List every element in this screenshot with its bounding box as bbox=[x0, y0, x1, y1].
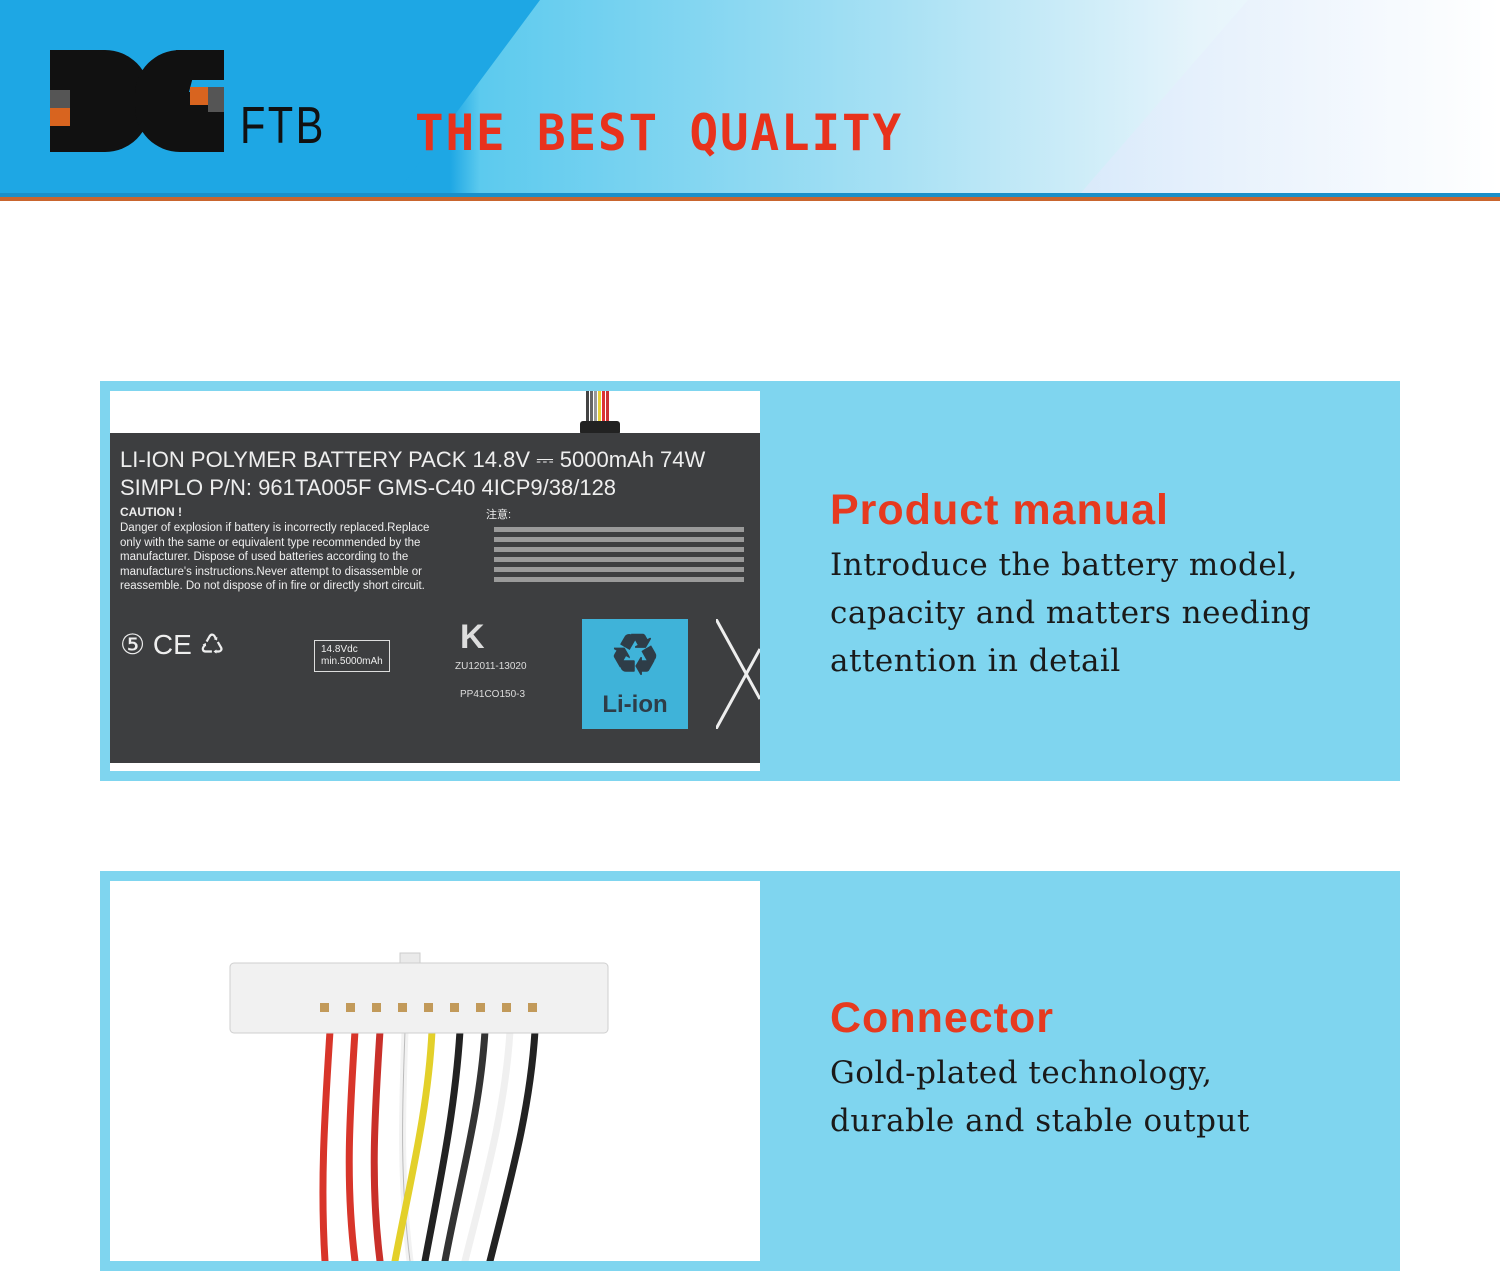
desc-line: capacity and matters needing bbox=[830, 595, 1312, 631]
li-ion-recycle-badge: ♻ Li-ion bbox=[582, 619, 688, 729]
crossed-bin-icon bbox=[716, 619, 760, 729]
divider-blue bbox=[0, 193, 1500, 197]
notice-title: 注意: bbox=[486, 509, 512, 521]
connector-illustration bbox=[229, 952, 609, 1261]
pse-rating: 14.8Vdc bbox=[321, 644, 358, 655]
rohs-icon: ⑤ bbox=[120, 629, 146, 660]
pse-capacity: min.5000mAh bbox=[321, 656, 383, 667]
kc-mark-icon: K bbox=[460, 618, 485, 656]
desc-line: Gold-plated technology, bbox=[830, 1055, 1213, 1091]
battery-wires bbox=[580, 391, 620, 435]
desc-line: Introduce the battery model, bbox=[830, 547, 1298, 583]
header-banner: FTB THE BEST QUALITY bbox=[0, 0, 1500, 194]
part-code: PP41CO150-3 bbox=[460, 689, 526, 700]
kc-code: ZU12011-13020 bbox=[455, 661, 527, 672]
caution-title: CAUTION ! bbox=[120, 505, 182, 519]
recycle-icon: ♻ bbox=[609, 623, 661, 686]
dg-logo bbox=[50, 50, 224, 152]
certification-icons: ⑤ CE ♺ bbox=[120, 628, 225, 661]
chinese-notice: 注意: bbox=[486, 505, 760, 587]
recycle-mark-icon: ♺ bbox=[199, 629, 225, 660]
section-product-manual: LI-ION POLYMER BATTERY PACK 14.8V ⎓ 5000… bbox=[100, 381, 1400, 781]
tagline: THE BEST QUALITY bbox=[415, 104, 903, 162]
li-ion-text: Li-ion bbox=[602, 691, 668, 718]
ce-mark-icon: CE bbox=[152, 629, 192, 660]
label-line-1: LI-ION POLYMER BATTERY PACK 14.8V ⎓ 5000… bbox=[120, 447, 706, 472]
section-connector: Connector Gold-plated technology, durabl… bbox=[100, 871, 1400, 1271]
label-line-2: SIMPLO P/N: 961TA005F GMS-C40 4ICP9/38/1… bbox=[120, 475, 617, 500]
banner-slant-light bbox=[1080, 0, 1500, 194]
banner-slant bbox=[300, 0, 540, 194]
caution-body: Danger of explosion if battery is incorr… bbox=[120, 522, 430, 592]
connector-image bbox=[110, 881, 760, 1261]
battery-label-image: LI-ION POLYMER BATTERY PACK 14.8V ⎓ 5000… bbox=[110, 391, 760, 771]
desc-line: durable and stable output bbox=[830, 1103, 1250, 1139]
desc-line: attention in detail bbox=[830, 643, 1121, 679]
connector-text: Connector Gold-plated technology, durabl… bbox=[830, 994, 1250, 1145]
battery-label: LI-ION POLYMER BATTERY PACK 14.8V ⎓ 5000… bbox=[110, 433, 760, 763]
brand-name: FTB bbox=[240, 97, 326, 155]
section-title: Connector bbox=[830, 994, 1054, 1042]
section-title: Product manual bbox=[830, 486, 1169, 534]
divider-orange bbox=[0, 197, 1500, 201]
product-manual-text: Product manual Introduce the battery mod… bbox=[830, 486, 1311, 685]
